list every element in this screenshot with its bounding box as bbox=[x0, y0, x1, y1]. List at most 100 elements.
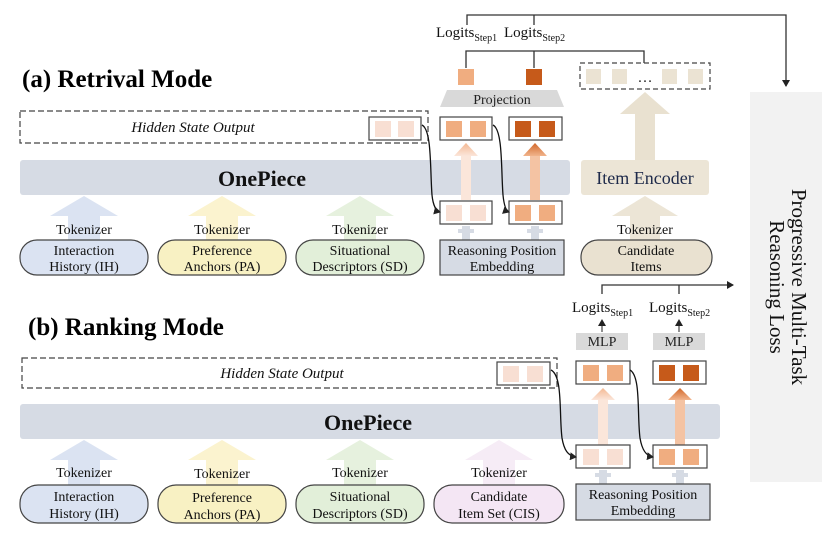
retrieval-rpe-line1: Reasoning Position bbox=[448, 244, 557, 259]
svg-text:Preference: Preference bbox=[192, 244, 252, 259]
retrieval-step2-input-token bbox=[508, 200, 563, 225]
ranking-step2-output-token bbox=[652, 360, 707, 385]
ranking-input-ih: Interaction History (IH) bbox=[19, 484, 149, 524]
ranking-cis-arrow bbox=[465, 440, 533, 486]
retrieval-logits-step1: LogitsStep1 bbox=[436, 25, 497, 44]
logit-step1-square bbox=[458, 69, 474, 85]
ranking-step2-input-token bbox=[652, 444, 708, 469]
retrieval-step1-output-token bbox=[439, 116, 493, 141]
retrieval-section: (a) Retrival Mode LogitsStep1 LogitsStep… bbox=[19, 14, 790, 276]
retrieval-pa-arrow bbox=[188, 196, 256, 240]
ranking-hidden-state-label: Hidden State Output bbox=[219, 366, 344, 382]
svg-text:Anchors (PA): Anchors (PA) bbox=[184, 508, 261, 523]
retrieval-plus-icon-1 bbox=[458, 226, 474, 240]
ranking-logits-step1: LogitsStep1 bbox=[572, 300, 633, 319]
retrieval-autoregressive-arrow-2 bbox=[492, 124, 510, 214]
ranking-title: (b) Ranking Mode bbox=[28, 314, 224, 341]
candidate-embeddings: … bbox=[579, 62, 711, 90]
retrieval-sd-arrow bbox=[326, 196, 394, 240]
retrieval-logits-step2: LogitsStep2 bbox=[504, 25, 565, 44]
retrieval-hidden-state-box bbox=[19, 110, 429, 144]
ranking-ih-arrow bbox=[50, 440, 118, 486]
ranking-cis-tokenizer: Tokenizer bbox=[471, 466, 527, 481]
ranking-step1-up-arrow bbox=[591, 388, 615, 445]
loss-line2: Reasoning Loss bbox=[765, 220, 789, 354]
retrieval-step1-input-token bbox=[439, 200, 493, 225]
retrieval-rpe-box bbox=[439, 239, 565, 276]
retrieval-plus-icon-2 bbox=[527, 226, 543, 240]
ranking-step2-up-arrow bbox=[668, 388, 692, 445]
svg-text:Interaction: Interaction bbox=[54, 244, 115, 259]
logits-candidate-connector bbox=[465, 50, 645, 68]
svg-text:Situational: Situational bbox=[330, 244, 391, 259]
svg-text:Anchors (PA): Anchors (PA) bbox=[184, 260, 261, 275]
retrieval-ih-arrow bbox=[50, 196, 118, 240]
candidate-tokenizer: Tokenizer bbox=[617, 223, 673, 238]
svg-text:Items: Items bbox=[630, 260, 661, 275]
ranking-onepiece-label: OnePiece bbox=[324, 410, 412, 435]
ranking-onepiece-backbone bbox=[20, 404, 720, 439]
retrieval-step2-output-token bbox=[508, 116, 563, 141]
ranking-rpe-line2: Embedding bbox=[611, 504, 676, 519]
svg-text:History (IH): History (IH) bbox=[49, 260, 119, 275]
ranking-ih-tokenizer: Tokenizer bbox=[56, 466, 112, 481]
retrieval-sd-tokenizer: Tokenizer bbox=[332, 223, 388, 238]
ranking-autoregressive-arrow-1 bbox=[550, 369, 577, 461]
retrieval-input-ih: Interaction History (IH) bbox=[19, 239, 149, 276]
candidate-items-arrow bbox=[612, 196, 678, 240]
svg-text:Item Set (CIS): Item Set (CIS) bbox=[458, 507, 540, 522]
svg-text:Interaction: Interaction bbox=[54, 490, 115, 505]
ranking-input-cis: Candidate Item Set (CIS) bbox=[433, 484, 565, 524]
svg-text:Descriptors (SD): Descriptors (SD) bbox=[312, 507, 408, 522]
ranking-logits-to-loss-connector bbox=[601, 281, 734, 294]
ranking-step1-output-token bbox=[575, 360, 631, 385]
retrieval-hidden-token bbox=[368, 116, 422, 141]
mlp-step2-label: MLP bbox=[665, 335, 694, 350]
svg-text:History (IH): History (IH) bbox=[49, 507, 119, 522]
retrieval-onepiece-label: OnePiece bbox=[218, 166, 306, 191]
retrieval-onepiece-backbone bbox=[20, 160, 570, 195]
item-encoder-box bbox=[581, 160, 709, 195]
ranking-plus-icon-1 bbox=[595, 470, 611, 484]
ranking-hidden-state-box bbox=[21, 357, 558, 389]
ranking-input-sd: Situational Descriptors (SD) bbox=[295, 484, 425, 524]
candidate-items-pill: Candidate Items bbox=[580, 239, 713, 276]
svg-text:Preference: Preference bbox=[192, 491, 252, 506]
svg-text:Situational: Situational bbox=[330, 490, 391, 505]
ranking-section: (b) Ranking Mode LogitsStep1 LogitsStep2… bbox=[19, 281, 734, 524]
projection-label: Projection bbox=[473, 93, 531, 108]
svg-text:Candidate: Candidate bbox=[471, 490, 528, 505]
svg-text:Descriptors (SD): Descriptors (SD) bbox=[312, 260, 408, 275]
loss-box: Progressive Multi-Task Reasoning Loss bbox=[750, 92, 822, 482]
ranking-pa-tokenizer: Tokenizer bbox=[194, 467, 250, 482]
retrieval-autoregressive-arrow-1 bbox=[421, 124, 441, 215]
mlp-step2-box bbox=[653, 333, 705, 350]
ranking-autoregressive-arrow-2 bbox=[629, 369, 654, 461]
ranking-pa-arrow bbox=[188, 440, 256, 486]
retrieval-hidden-state-label: Hidden State Output bbox=[130, 120, 255, 136]
ranking-logits-step2: LogitsStep2 bbox=[649, 300, 710, 319]
ranking-plus-icon-2 bbox=[672, 470, 688, 484]
retrieval-title: (a) Retrival Mode bbox=[22, 66, 212, 93]
retrieval-step2-up-arrow bbox=[523, 143, 547, 200]
projection-layer bbox=[440, 90, 564, 107]
mlp-step1-label: MLP bbox=[588, 335, 617, 350]
ranking-input-pa: Preference Anchors (PA) bbox=[157, 484, 287, 524]
ranking-step1-input-token bbox=[575, 444, 631, 469]
item-encoder-up-arrow bbox=[620, 92, 670, 160]
loss-line1: Progressive Multi-Task bbox=[787, 189, 811, 386]
svg-text:Candidate: Candidate bbox=[618, 244, 675, 259]
ranking-sd-arrow bbox=[326, 440, 394, 486]
logits-to-loss-connector bbox=[466, 14, 790, 87]
retrieval-input-sd: Situational Descriptors (SD) bbox=[295, 239, 425, 276]
retrieval-ih-tokenizer: Tokenizer bbox=[56, 223, 112, 238]
ranking-hidden-token bbox=[496, 361, 551, 386]
ranking-rpe-box bbox=[575, 483, 711, 521]
retrieval-step1-up-arrow bbox=[454, 143, 478, 200]
logit-step2-square bbox=[526, 69, 542, 85]
ranking-sd-tokenizer: Tokenizer bbox=[332, 466, 388, 481]
retrieval-pa-tokenizer: Tokenizer bbox=[194, 223, 250, 238]
retrieval-input-pa: Preference Anchors (PA) bbox=[157, 239, 287, 276]
retrieval-rpe-line2: Embedding bbox=[470, 260, 535, 275]
